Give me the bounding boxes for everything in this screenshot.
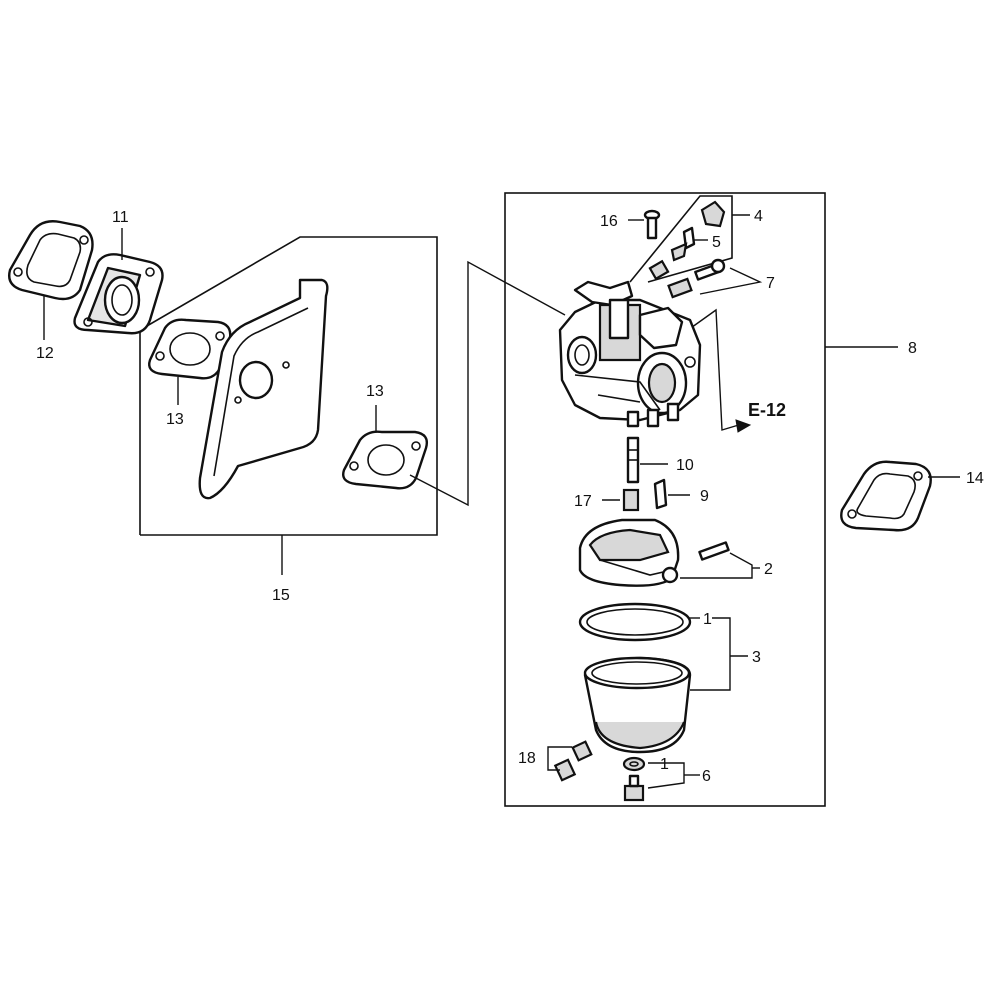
- oring-1-top: [578, 602, 700, 642]
- assembly-box-15: [139, 236, 438, 575]
- callout-15: 15: [272, 587, 290, 604]
- callout-8: 8: [908, 340, 917, 357]
- callout-18: 18: [518, 750, 536, 767]
- callout-4: 4: [754, 208, 763, 225]
- float-chamber-3: [583, 617, 748, 754]
- callout-labels: 1 1 2 3 4 5 6 7 8 9 10 11 12 13 13 14 15…: [36, 208, 984, 785]
- callout-7: 7: [766, 275, 775, 292]
- washer-bolt-6: [622, 756, 700, 802]
- callout-11: 11: [112, 209, 129, 226]
- assembly-box-8: [504, 192, 898, 807]
- gasket-14: [840, 460, 960, 532]
- callout-16: 16: [600, 213, 618, 230]
- callout-14: 14: [966, 470, 984, 487]
- section-reference: E-12: [748, 400, 786, 420]
- callout-9: 9: [700, 488, 709, 505]
- callout-13-left: 13: [166, 411, 184, 428]
- callout-10: 10: [676, 457, 694, 474]
- screw-16: [628, 209, 661, 240]
- needle-valve-10: [626, 436, 668, 484]
- gasket-12: [8, 220, 94, 340]
- throttle-stop-screw: [667, 258, 763, 299]
- callout-1-lower: 1: [660, 756, 669, 773]
- alignment-lines: [409, 260, 752, 507]
- slow-jet-9: [653, 478, 690, 510]
- callout-17: 17: [574, 493, 592, 510]
- callout-6: 6: [702, 768, 711, 785]
- carburetor-body: [558, 280, 702, 428]
- callout-3: 3: [752, 649, 761, 666]
- float-2: [578, 518, 760, 587]
- gasket-13-right: [342, 405, 429, 490]
- callout-12: 12: [36, 345, 54, 362]
- heat-shield-plate: [198, 278, 329, 500]
- callout-2: 2: [764, 561, 773, 578]
- callout-5: 5: [712, 234, 721, 251]
- callout-13-right: 13: [366, 383, 384, 400]
- drain-screw-18: [547, 740, 593, 782]
- pilot-screw-set: [629, 195, 750, 283]
- insulator-11: [73, 228, 164, 335]
- callout-1-upper: 1: [703, 611, 712, 628]
- main-jet-17: [602, 488, 640, 512]
